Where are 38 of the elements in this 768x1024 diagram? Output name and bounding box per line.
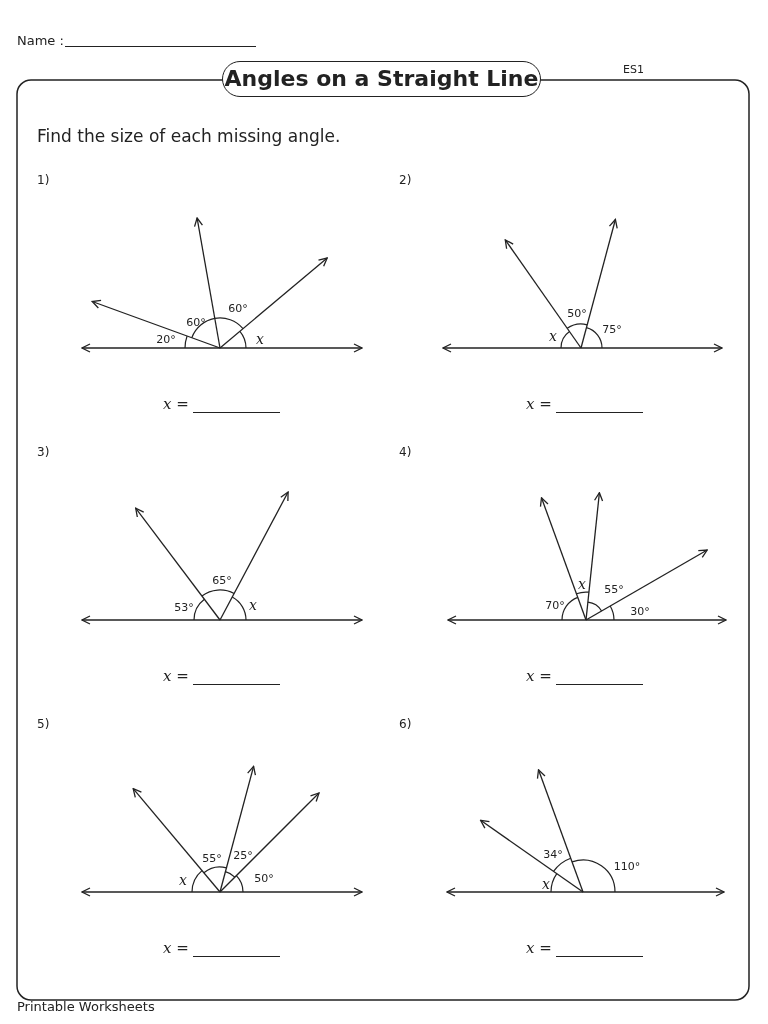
- angle-label: x: [549, 329, 557, 343]
- instruction-text: Find the size of each missing angle.: [37, 128, 341, 145]
- answer-prompt: x =: [526, 941, 552, 956]
- angle-label: 30°: [630, 605, 650, 617]
- answer-prompt: x =: [163, 397, 189, 412]
- angle-label: 20°: [156, 333, 176, 345]
- problem-number: 3): [37, 446, 50, 458]
- angle-label: 34°: [543, 848, 563, 860]
- answer-prompt: x =: [163, 669, 189, 684]
- problem-number: 6): [399, 718, 412, 730]
- angle-label: 55°: [202, 852, 222, 864]
- angle-label: 60°: [186, 316, 206, 328]
- angle-label: x: [578, 577, 586, 591]
- angle-label: 75°: [602, 323, 622, 335]
- angle-label: x: [256, 332, 264, 346]
- angle-label: 50°: [254, 872, 274, 884]
- angle-label: x: [249, 598, 257, 612]
- problem-number: 4): [399, 446, 412, 458]
- angle-label: 50°: [567, 307, 587, 319]
- answer-prompt: x =: [526, 669, 552, 684]
- angle-label: 53°: [174, 601, 194, 613]
- angle-label: 110°: [613, 860, 641, 872]
- angle-label: 60°: [228, 302, 248, 314]
- angle-label: x: [542, 877, 550, 891]
- problem-number: 5): [37, 718, 50, 730]
- worksheet-code: ES1: [623, 64, 644, 75]
- angle-label: 55°: [604, 583, 624, 595]
- problem-number: 1): [37, 174, 50, 186]
- angle-label: 70°: [545, 599, 565, 611]
- name-label: Name :: [17, 34, 64, 47]
- angle-label: x: [179, 873, 187, 887]
- footer-text: Printable Worksheets: [17, 1000, 155, 1013]
- angle-label: 65°: [212, 574, 232, 586]
- answer-prompt: x =: [526, 397, 552, 412]
- problem-number: 2): [399, 174, 412, 186]
- answer-prompt: x =: [163, 941, 189, 956]
- angle-label: 25°: [233, 849, 253, 861]
- worksheet-title: Angles on a Straight Line: [222, 61, 541, 97]
